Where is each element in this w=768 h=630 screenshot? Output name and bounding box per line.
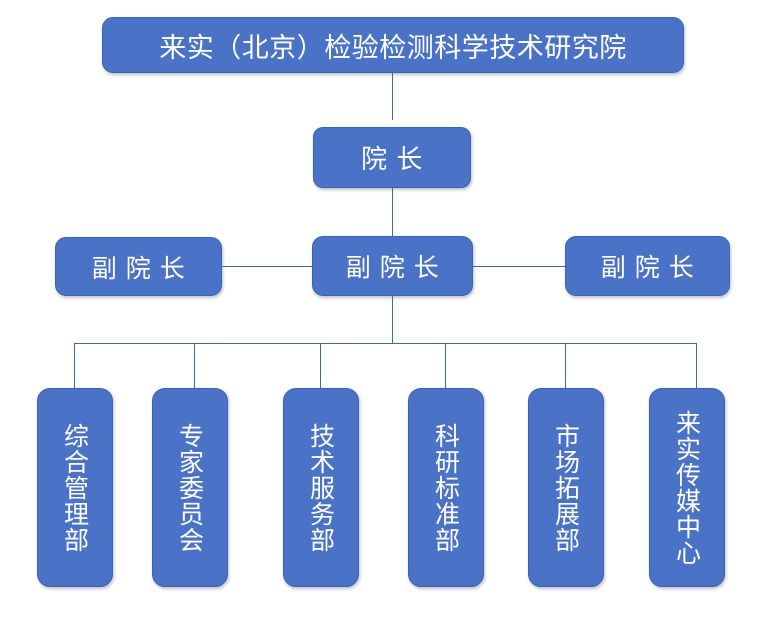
connector-vp-right-link xyxy=(473,266,565,267)
connector-vp-to-bus xyxy=(392,296,393,343)
node-department-general-management[interactable]: 综合管理部 xyxy=(37,388,113,587)
node-label: 来实传媒中心 xyxy=(672,409,702,566)
connector-bus-to-dept-2 xyxy=(194,343,195,388)
connector-bus-to-dept-4 xyxy=(445,343,446,388)
node-institute-root[interactable]: 来实（北京）检验检测科学技术研究院 xyxy=(102,17,684,73)
node-department-media-center[interactable]: 来实传媒中心 xyxy=(649,388,725,587)
node-department-market-development[interactable]: 市场拓展部 xyxy=(528,388,604,587)
node-label: 市场拓展部 xyxy=(551,422,581,553)
node-vice-president-left[interactable]: 副 院 长 xyxy=(55,237,222,296)
node-label: 副 院 长 xyxy=(91,253,186,283)
node-department-expert-committee[interactable]: 专家委员会 xyxy=(152,388,228,587)
node-label: 副 院 长 xyxy=(600,253,695,282)
connector-bus-to-dept-5 xyxy=(565,343,566,388)
node-president[interactable]: 院 长 xyxy=(313,127,471,188)
connector-bus-to-dept-3 xyxy=(320,343,321,388)
node-label: 技术服务部 xyxy=(306,422,336,553)
node-vice-president-right[interactable]: 副 院 长 xyxy=(565,236,730,296)
node-label: 院 长 xyxy=(361,145,423,175)
connector-department-bus xyxy=(74,343,696,344)
connector-bus-to-dept-6 xyxy=(696,343,697,388)
connector-vp-left-link xyxy=(222,266,312,267)
node-department-research-standards[interactable]: 科研标准部 xyxy=(408,388,484,587)
node-vice-president-center[interactable]: 副 院 长 xyxy=(312,236,473,296)
connector-root-to-president xyxy=(392,73,393,120)
node-label: 来实（北京）检验检测科学技术研究院 xyxy=(159,32,627,64)
node-department-technical-service[interactable]: 技术服务部 xyxy=(283,388,359,587)
connector-bus-to-dept-1 xyxy=(74,343,75,388)
node-label: 专家委员会 xyxy=(175,422,205,553)
connector-president-to-vp xyxy=(392,188,393,236)
node-label: 综合管理部 xyxy=(60,422,90,553)
node-label: 副 院 长 xyxy=(345,253,440,282)
node-label: 科研标准部 xyxy=(431,422,461,553)
